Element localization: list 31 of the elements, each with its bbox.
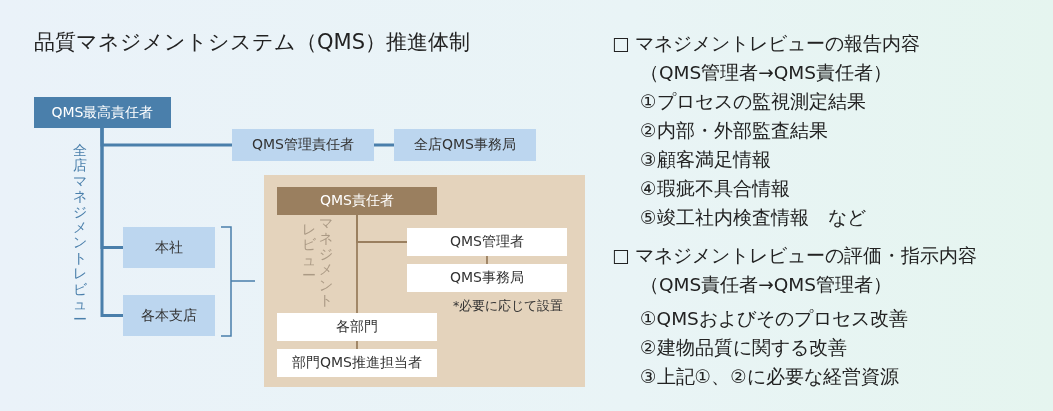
list-text: ④瑕疵不具合情報	[640, 177, 790, 201]
list-text: ③顧客満足情報	[640, 148, 771, 172]
role-box: QMS管理責任者	[232, 129, 374, 161]
list-text: ①QMSおよびそのプロセス改善	[640, 307, 908, 331]
list-text: ⑤竣工社内検査情報 など	[640, 206, 866, 230]
title: 品質マネジメントシステム（QMS）推進体制	[34, 29, 470, 56]
connector-line	[374, 143, 394, 147]
list-text: □ マネジメントレビューの報告内容	[612, 32, 921, 56]
connector-line	[486, 255, 488, 265]
role-box: QMS事務局	[407, 264, 567, 292]
role-box: 部門QMS推進担当者	[277, 349, 437, 377]
role-box: 各本支店	[123, 295, 215, 336]
connector-line	[356, 214, 358, 314]
list-text: ①プロセスの監視測定結果	[640, 90, 866, 114]
role-box: QMS責任者	[277, 187, 437, 215]
connector-line	[100, 128, 123, 317]
list-text: ②内部・外部監査結果	[640, 119, 828, 143]
list-text: □ マネジメントレビューの評価・指示内容	[612, 244, 978, 268]
list-text: ③上記①、②に必要な経営資源	[640, 365, 899, 389]
role-box: QMS最高責任者	[34, 97, 171, 128]
list-text: （QMS管理者→QMS責任者）	[640, 61, 893, 85]
role-box: 本社	[123, 227, 215, 268]
role-box: 全店QMS事務局	[394, 129, 536, 161]
group-panel	[264, 175, 585, 387]
role-box: 各部門	[277, 313, 437, 341]
list-text: ②建物品質に関する改善	[640, 336, 847, 360]
note-text: *必要に応じて設置	[453, 298, 564, 315]
list-text: （QMS責任者→QMS管理者）	[640, 273, 893, 297]
vertical-label: 全店マネジメントレビュー	[73, 143, 87, 328]
connector-line	[356, 340, 358, 350]
role-box: QMS管理者	[407, 228, 567, 256]
